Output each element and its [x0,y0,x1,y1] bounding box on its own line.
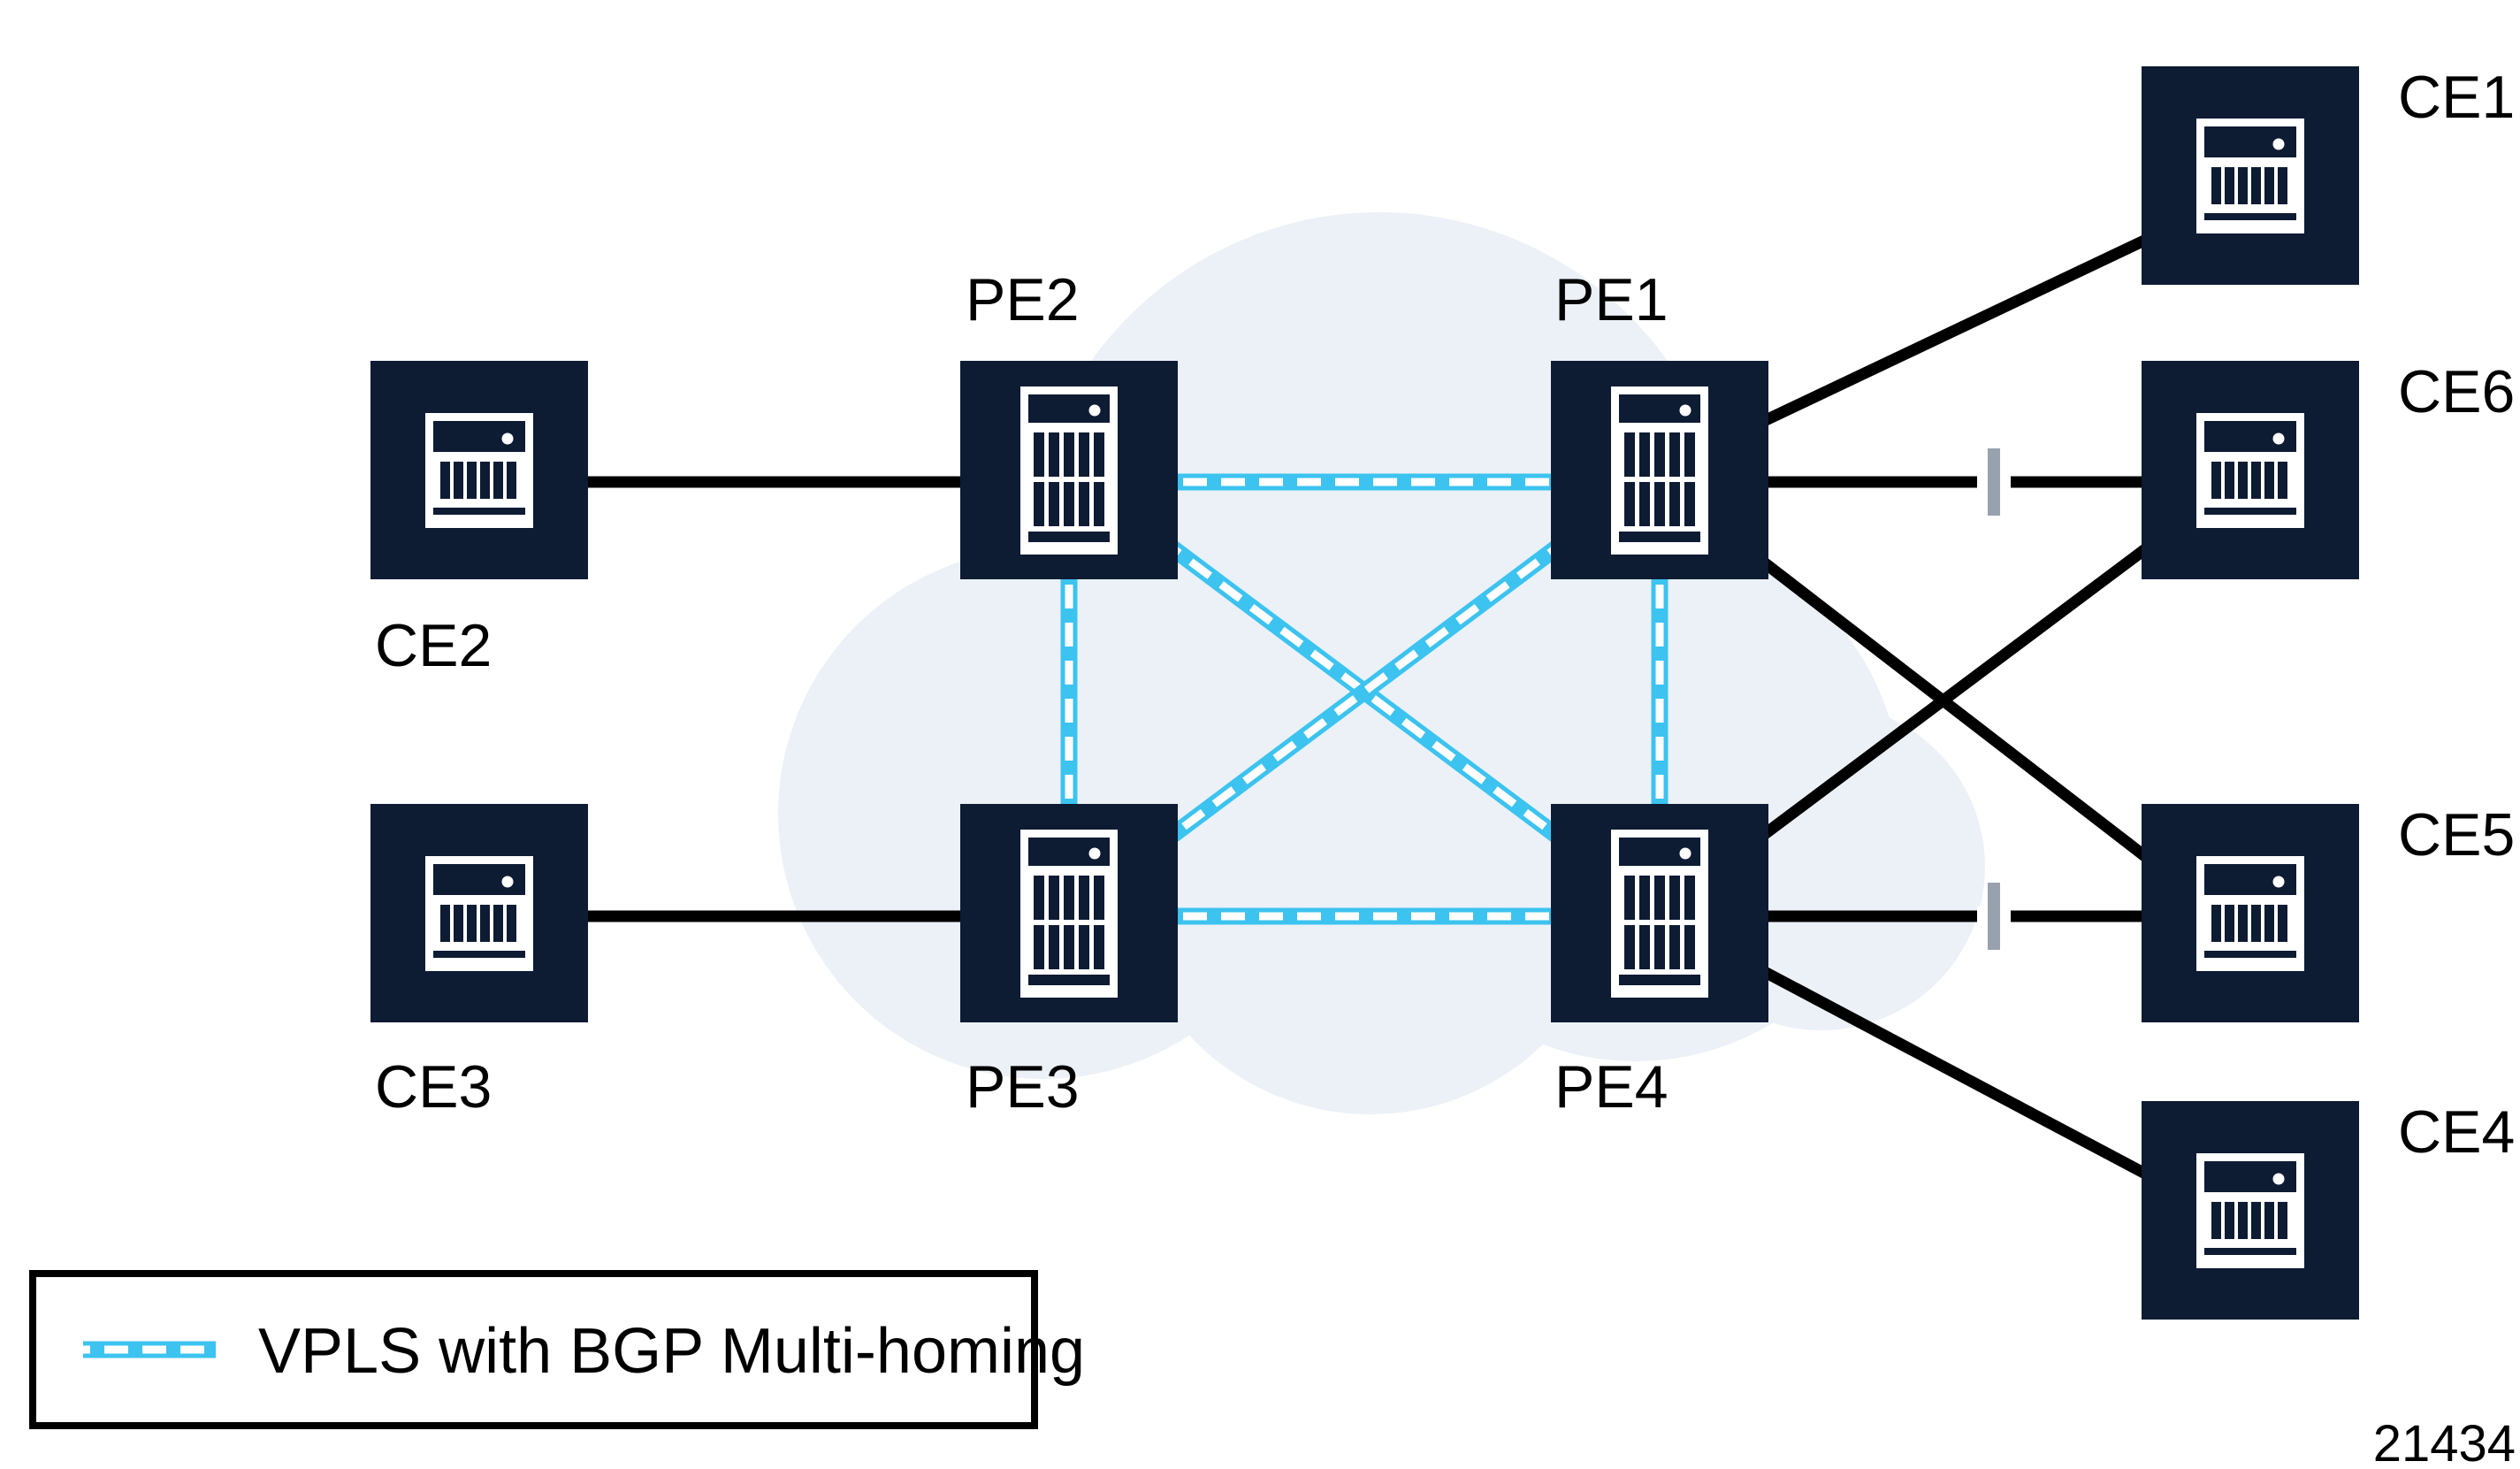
node-ce1 [2142,66,2359,285]
node-label-ce1: CE1 [2398,64,2515,131]
node-label-pe4: PE4 [1554,1053,1669,1121]
router-icon [2196,856,2304,971]
node-ce3 [370,804,588,1022]
router-icon [1020,386,1118,555]
node-pe3 [960,804,1178,1022]
node-label-pe3: PE3 [966,1053,1080,1121]
provider-cloud [778,212,1985,1114]
link-marker-pe4-ce5 [1988,883,2000,950]
node-label-ce4: CE4 [2398,1098,2515,1166]
node-ce2 [370,361,588,579]
router-icon [1020,830,1118,998]
node-ce5 [2142,804,2359,1022]
figure-number: 21434 [2373,1415,2516,1469]
router-icon [425,856,533,971]
node-ce4 [2142,1101,2359,1320]
link-marker-pe1-ce6 [1988,448,2000,516]
node-pe4 [1551,804,1768,1022]
node-label-ce6: CE6 [2398,358,2515,425]
legend: VPLS with BGP Multi-homing [29,1270,1085,1429]
node-label-pe1: PE1 [1554,266,1669,333]
node-ce6 [2142,361,2359,579]
node-label-pe2: PE2 [966,266,1080,333]
nodes [370,66,2359,1320]
router-icon [425,413,533,528]
router-icon [1611,830,1708,998]
link-markers [1977,448,2011,950]
router-icon [1611,386,1708,555]
node-label-ce2: CE2 [375,612,492,679]
router-icon [2196,119,2304,233]
router-icon [2196,413,2304,528]
legend-label: VPLS with BGP Multi-homing [258,1316,1085,1387]
router-icon [2196,1153,2304,1268]
node-labels: PE2 PE1 CE2 CE3 PE3 PE4 CE1 CE6 CE5 CE4 [375,64,2515,1166]
node-label-ce3: CE3 [375,1053,492,1121]
node-pe1 [1551,361,1768,579]
node-pe2 [960,361,1178,579]
node-label-ce5: CE5 [2398,801,2515,868]
